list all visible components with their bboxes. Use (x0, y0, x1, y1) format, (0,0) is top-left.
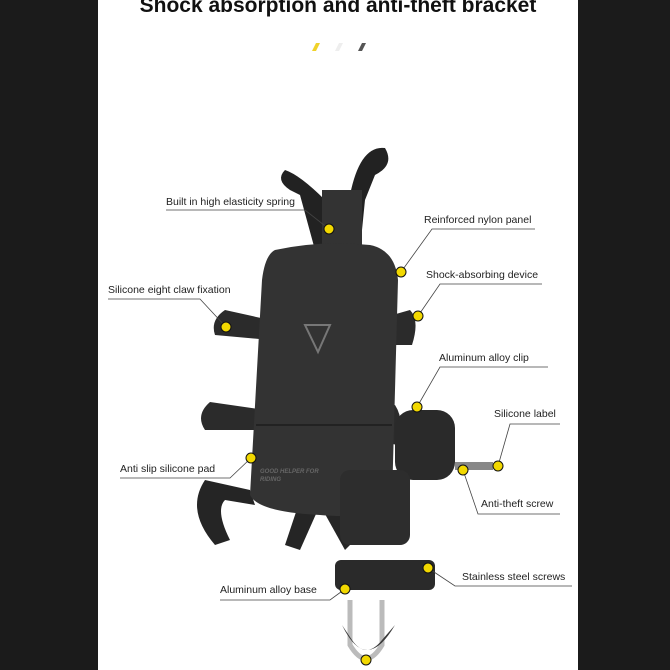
indicator-dot-white (335, 43, 343, 51)
indicator-dots (312, 43, 366, 51)
label-silicone-label: Silicone label (494, 408, 556, 420)
leader-steel (427, 567, 572, 587)
marker-dot (323, 223, 335, 235)
label-steel-screws: Stainless steel screws (462, 571, 566, 583)
ball-joint (395, 410, 455, 480)
label-nylon-panel: Reinforced nylon panel (424, 214, 532, 226)
marker-dot (360, 654, 372, 666)
label-spring: Built in high elasticity spring (166, 196, 295, 208)
phone-holder-body (250, 243, 398, 517)
marker-dot (422, 562, 434, 574)
leader-pad (120, 457, 252, 479)
marker-dot (395, 266, 407, 278)
claw-left-2 (201, 402, 265, 430)
marker-dot (220, 321, 232, 333)
leader-nylon (400, 228, 535, 273)
leader-antitheft (462, 469, 560, 515)
handlebar-ring (347, 600, 385, 661)
aluminum-base (335, 560, 435, 590)
indicator-dot-gray (358, 43, 366, 51)
label-antitheft: Anti-theft screw (481, 498, 554, 510)
antitheft-screw-part (455, 462, 493, 470)
marker-dot (339, 583, 351, 595)
leader-lines (108, 209, 572, 601)
product-marking: GOOD HELPER FOR RIDING (260, 469, 319, 483)
marker-dot (245, 452, 257, 464)
label-clip: Aluminum alloy clip (439, 352, 529, 364)
claw-left-1 (213, 310, 270, 340)
label-shock: Shock-absorbing device (426, 269, 539, 281)
label-base: Aluminum alloy base (220, 584, 317, 596)
arm-link (340, 470, 410, 545)
leader-clip (416, 366, 548, 408)
claw-bottom-left (197, 480, 255, 545)
brand-logo (303, 324, 332, 355)
handlebar-clamp (342, 625, 395, 650)
leader-silicone-label (497, 423, 560, 467)
page-title: Shock absorption and anti-theft bracket (139, 0, 537, 17)
indicator-dot-yellow (312, 43, 320, 51)
marker-dot (412, 310, 424, 322)
marker-dot (492, 460, 504, 472)
label-pad: Anti slip silicone pad (120, 463, 216, 475)
label-claw: Silicone eight claw fixation (108, 284, 231, 296)
leader-shock (417, 283, 542, 317)
leader-spring (166, 209, 330, 230)
marker-dot (411, 401, 423, 413)
leader-base (220, 588, 346, 601)
marker-dot (457, 464, 469, 476)
leader-claw (108, 298, 227, 328)
marker-dots (220, 223, 504, 666)
